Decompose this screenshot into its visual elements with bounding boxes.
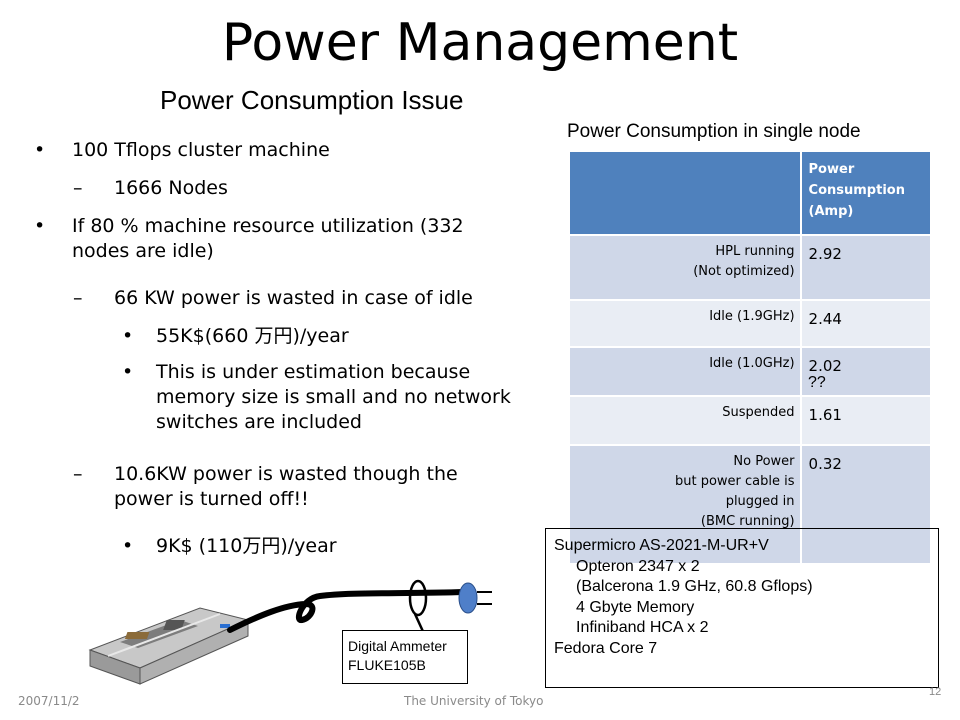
bullet-dot-icon: •: [122, 535, 134, 557]
question-annotation: ??: [808, 374, 826, 391]
power-cable: [227, 589, 468, 633]
spec-line: Opteron 2347 x 2: [576, 557, 700, 575]
table-row: Idle (1.9GHz) 2.44: [568, 299, 933, 348]
table-row: HPL running (Not optimized) 2.92: [568, 234, 933, 301]
ammeter-label: Digital Ammeter FLUKE105B: [342, 630, 468, 684]
spec-line: Infiniband HCA x 2: [576, 619, 709, 636]
table-caption: Power Consumption in single node: [567, 121, 861, 142]
table-header-row: Power Consumption (Amp): [568, 150, 933, 236]
bullet-dash-icon: –: [73, 177, 83, 199]
row-value: 2.92: [799, 234, 933, 301]
spec-line: Supermicro AS-2021-M-UR+V: [554, 537, 769, 554]
bullet-dot-icon: •: [34, 139, 46, 161]
bullet-dot-icon: •: [122, 361, 134, 383]
ammeter-clamp-icon: [408, 579, 428, 617]
row-value: 0.32: [799, 444, 933, 565]
bullet-dot-icon: •: [34, 215, 46, 237]
table-row: No Power but power cable is plugged in (…: [568, 444, 933, 565]
spec-line: 4 Gbyte Memory: [576, 598, 695, 616]
row-label: No Power but power cable is plugged in (…: [568, 444, 802, 565]
slide-title: Power Management: [221, 13, 739, 73]
table-header-label: [568, 150, 802, 236]
table-row: Idle (1.0GHz) 2.02: [568, 346, 933, 397]
row-label: Idle (1.9GHz): [568, 299, 802, 348]
page-number: 12: [929, 686, 942, 698]
table-header-value: Power Consumption (Amp): [799, 150, 933, 236]
bullet-dash-icon: –: [73, 287, 83, 309]
row-label: Idle (1.0GHz): [568, 346, 802, 397]
bullet-dash-icon: –: [73, 463, 83, 485]
row-label: HPL running (Not optimized): [568, 234, 802, 301]
row-value: 2.44: [799, 299, 933, 348]
footer-date: 2007/11/2: [18, 694, 80, 708]
plug-icon: [458, 582, 478, 614]
spec-line: (Balcerona 1.9 GHz, 60.8 Gflops): [576, 578, 813, 595]
row-value: 2.02: [799, 346, 933, 397]
row-label: Suspended: [568, 395, 802, 446]
server-chassis-icon: [88, 607, 250, 685]
slide-subtitle: Power Consumption Issue: [160, 85, 464, 115]
footer-org: The University of Tokyo: [404, 694, 544, 708]
server-diagram: [88, 579, 492, 685]
spec-line: Fedora Core 7: [554, 639, 658, 657]
power-consumption-table: Power Consumption (Amp) HPL running (Not…: [568, 150, 933, 565]
bullet-dot-icon: •: [122, 325, 134, 347]
spec-box: Supermicro AS-2021-M-UR+V Opteron 2347 x…: [545, 528, 939, 688]
row-value: 1.61: [799, 395, 933, 446]
table-row: Suspended 1.61: [568, 395, 933, 446]
